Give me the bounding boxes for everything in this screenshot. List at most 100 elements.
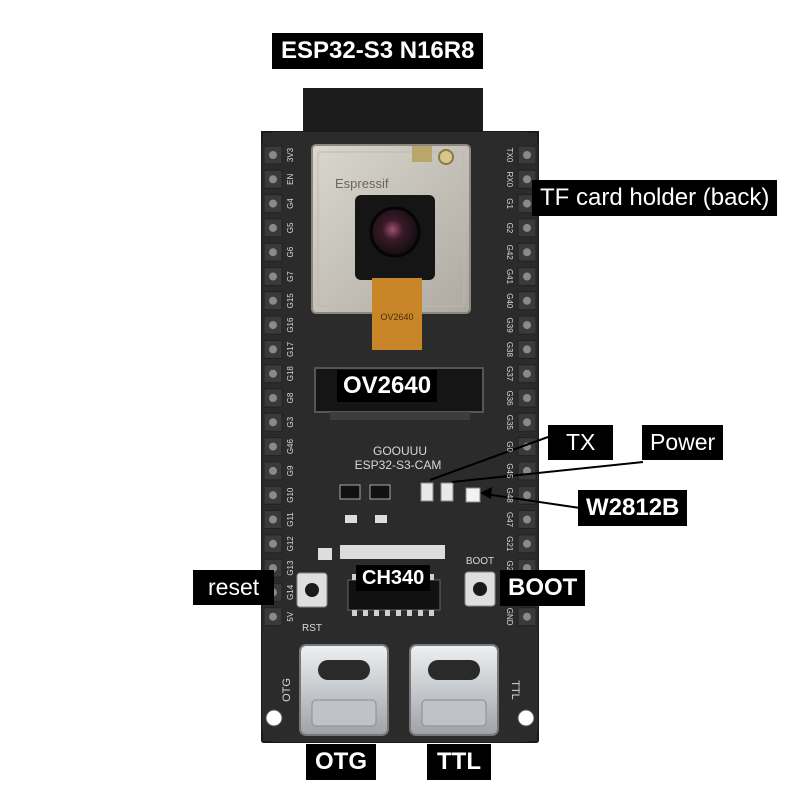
antenna-socket bbox=[438, 149, 454, 165]
chip-pin bbox=[363, 610, 368, 616]
pin-label: G42 bbox=[505, 245, 514, 261]
pin-hole bbox=[523, 491, 531, 500]
pin-label: G36 bbox=[505, 390, 514, 406]
label-ov2640: OV2640 bbox=[337, 370, 438, 402]
left-pin-labels: 3V3ENG4G5G6G7G15G16G17G18G8G3G46G9G10G11… bbox=[286, 147, 295, 621]
pin-label: G41 bbox=[505, 269, 514, 285]
camera-flex-cable bbox=[372, 278, 422, 350]
pin-label: G18 bbox=[286, 366, 295, 382]
pin-label: G46 bbox=[286, 438, 295, 454]
pin-hole bbox=[269, 539, 277, 548]
right-pin-labels: TX0RX0G1G2G42G41G40G39G38G37G36G35G0G45G… bbox=[505, 148, 514, 626]
pin-hole bbox=[269, 223, 277, 232]
power-pointer bbox=[451, 461, 644, 483]
chip-pin bbox=[385, 610, 390, 616]
pin-label: G9 bbox=[286, 465, 295, 476]
label-module: ESP32-S3 N16R8 bbox=[272, 33, 484, 69]
tx-pointer bbox=[429, 436, 549, 481]
boot-silkscreen: BOOT bbox=[466, 556, 494, 567]
pin-label: G11 bbox=[286, 512, 295, 527]
pin-hole bbox=[269, 442, 277, 451]
w2812b-led bbox=[465, 487, 481, 503]
pin-label: 3V3 bbox=[286, 147, 295, 162]
pin-label: G10 bbox=[286, 487, 295, 503]
pin-hole bbox=[523, 248, 531, 257]
chip-pin bbox=[352, 610, 357, 616]
pin-hole bbox=[269, 394, 277, 402]
label-tf-card: TF card holder (back) bbox=[532, 180, 778, 216]
pin-hole bbox=[269, 199, 277, 208]
pin-label: G35 bbox=[505, 415, 514, 431]
pin-hole bbox=[269, 612, 277, 621]
ttl-usb-c-port bbox=[409, 644, 499, 736]
otg-usb-c-port bbox=[299, 644, 389, 736]
pin-label: G38 bbox=[505, 342, 514, 358]
camera-lens bbox=[369, 206, 421, 258]
pin-hole bbox=[523, 345, 531, 354]
pin-hole bbox=[523, 394, 531, 402]
chip-pin bbox=[418, 610, 423, 616]
svg-text:Espressif: Espressif bbox=[335, 176, 389, 191]
pin-label: G8 bbox=[286, 392, 295, 403]
pin-hole bbox=[269, 418, 277, 427]
pin-label: G4 bbox=[286, 198, 295, 209]
pin-label: G17 bbox=[286, 341, 295, 357]
pin-label: G40 bbox=[505, 293, 514, 309]
chip-pin bbox=[396, 610, 401, 616]
pin-hole bbox=[269, 272, 277, 281]
chip-pin bbox=[429, 610, 434, 616]
flex-silkscreen: OV2640 bbox=[380, 312, 413, 322]
pin-hole bbox=[523, 151, 531, 159]
pin-label: G16 bbox=[286, 317, 295, 333]
pin-hole bbox=[523, 612, 531, 621]
pin-hole bbox=[523, 539, 531, 548]
pin-hole bbox=[269, 175, 277, 184]
pin-label: EN bbox=[286, 174, 295, 185]
pin-hole bbox=[269, 321, 277, 330]
mounting-hole bbox=[517, 709, 535, 727]
pin-label: G47 bbox=[505, 512, 514, 528]
brand-silkscreen: GOOUUU bbox=[373, 444, 427, 458]
pin-label: RX0 bbox=[505, 172, 514, 188]
mounting-hole bbox=[265, 709, 283, 727]
pin-label: G14 bbox=[286, 584, 295, 600]
label-otg: OTG bbox=[306, 744, 376, 780]
label-tx: TX bbox=[548, 425, 614, 460]
label-w2812b: W2812B bbox=[578, 490, 688, 526]
label-ch340: CH340 bbox=[356, 565, 431, 591]
pin-label: G5 bbox=[286, 222, 295, 233]
pin-hole bbox=[523, 321, 531, 330]
pin-hole bbox=[269, 515, 277, 524]
pin-hole bbox=[269, 345, 277, 354]
pin-label: G2 bbox=[505, 223, 514, 234]
power-led bbox=[440, 482, 454, 502]
pin-hole bbox=[523, 223, 531, 232]
pin-hole bbox=[269, 466, 277, 475]
chip-pin bbox=[352, 574, 357, 580]
chip-pin bbox=[407, 610, 412, 616]
pin-hole bbox=[523, 175, 531, 184]
w2812b-pointer bbox=[484, 493, 581, 509]
pin-label: 5V bbox=[286, 611, 295, 621]
ufl-connector bbox=[412, 146, 432, 162]
voltage-regulators bbox=[339, 484, 391, 523]
pin-label: G37 bbox=[505, 366, 514, 382]
board-name-silkscreen: ESP32-S3-CAM bbox=[355, 458, 442, 472]
rst-silkscreen: RST bbox=[302, 623, 322, 634]
ttl-silkscreen: TTL bbox=[509, 680, 521, 700]
pin-hole bbox=[269, 491, 277, 500]
chip-pin bbox=[374, 610, 379, 616]
tx-led bbox=[420, 482, 434, 502]
pin-hole bbox=[523, 466, 531, 475]
pin-label: G12 bbox=[286, 536, 295, 552]
pin-hole bbox=[269, 296, 277, 305]
pin-label: G39 bbox=[505, 318, 514, 334]
pin-label: G45 bbox=[505, 463, 514, 479]
pin-hole bbox=[269, 369, 277, 378]
pin-hole bbox=[523, 296, 531, 305]
pin-label: G13 bbox=[286, 560, 295, 576]
pin-label: G15 bbox=[286, 293, 295, 309]
label-power: Power bbox=[642, 425, 724, 460]
pin-hole bbox=[269, 151, 277, 159]
